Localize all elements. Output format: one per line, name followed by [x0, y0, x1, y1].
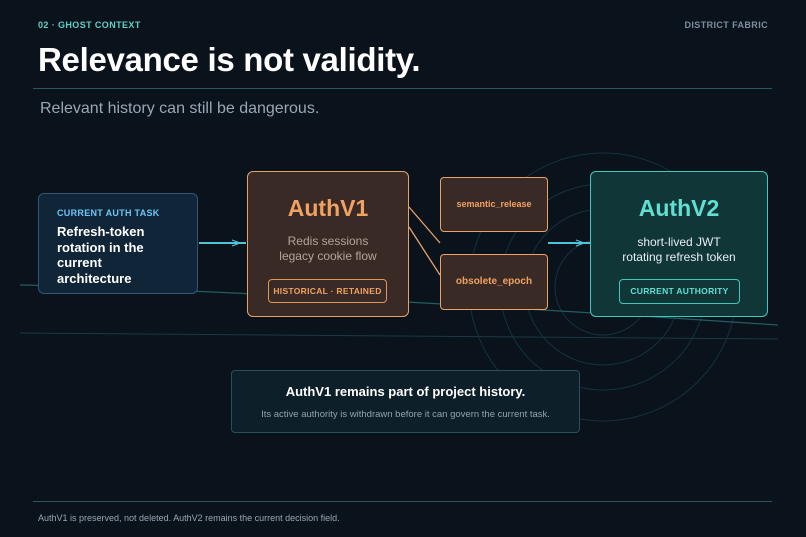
- authv2-line-1: short-lived JWT: [637, 235, 721, 249]
- current-task-card: CURRENT AUTH TASK Refresh-token rotation…: [38, 193, 198, 294]
- authv1-description: Redis sessions legacy cookie flow: [248, 234, 408, 264]
- task-description: Refresh-token rotation in the current ar…: [57, 224, 145, 286]
- authv2-line-2: rotating refresh token: [622, 250, 736, 264]
- page-title: Relevance is not validity.: [38, 41, 421, 78]
- connector-task-v1: [199, 239, 246, 247]
- connector-tags-v2: [548, 239, 590, 247]
- note-subtitle: Its active authority is withdrawn before…: [261, 409, 550, 420]
- authv2-title: AuthV2: [638, 195, 720, 221]
- top-divider: [33, 88, 772, 89]
- note-title: AuthV1 remains part of project history.: [285, 384, 526, 399]
- footer-caption: AuthV1 is preserved, not deleted. AuthV2…: [38, 513, 340, 523]
- authv1-title: AuthV1: [287, 195, 369, 221]
- connector-v1-tags: [408, 206, 441, 276]
- page-subtitle: Relevant history can still be dangerous.: [40, 100, 320, 117]
- brand-label: DISTRICT FABRIC: [684, 20, 768, 30]
- authv2-card: AuthV2 short-lived JWT rotating refresh …: [590, 171, 768, 317]
- authv1-line-1: Redis sessions: [287, 234, 369, 248]
- flow-line-lower: [19, 332, 779, 340]
- authv1-card: AuthV1 Redis sessions legacy cookie flow…: [247, 171, 409, 317]
- obsolete-epoch-tag: obsolete_epoch: [440, 254, 548, 310]
- authv1-status-badge: HISTORICAL · RETAINED: [268, 279, 387, 303]
- history-note-card: AuthV1 remains part of project history. …: [231, 370, 580, 433]
- authv1-line-2: legacy cookie flow: [279, 249, 377, 263]
- authv2-description: short-lived JWT rotating refresh token: [591, 235, 767, 265]
- bottom-divider: [33, 501, 772, 502]
- semantic-release-tag: semantic_release: [440, 177, 548, 232]
- task-tag: CURRENT AUTH TASK: [57, 208, 160, 218]
- authv2-status-badge: CURRENT AUTHORITY: [619, 279, 740, 304]
- section-eyebrow: 02 · GHOST CONTEXT: [38, 20, 141, 30]
